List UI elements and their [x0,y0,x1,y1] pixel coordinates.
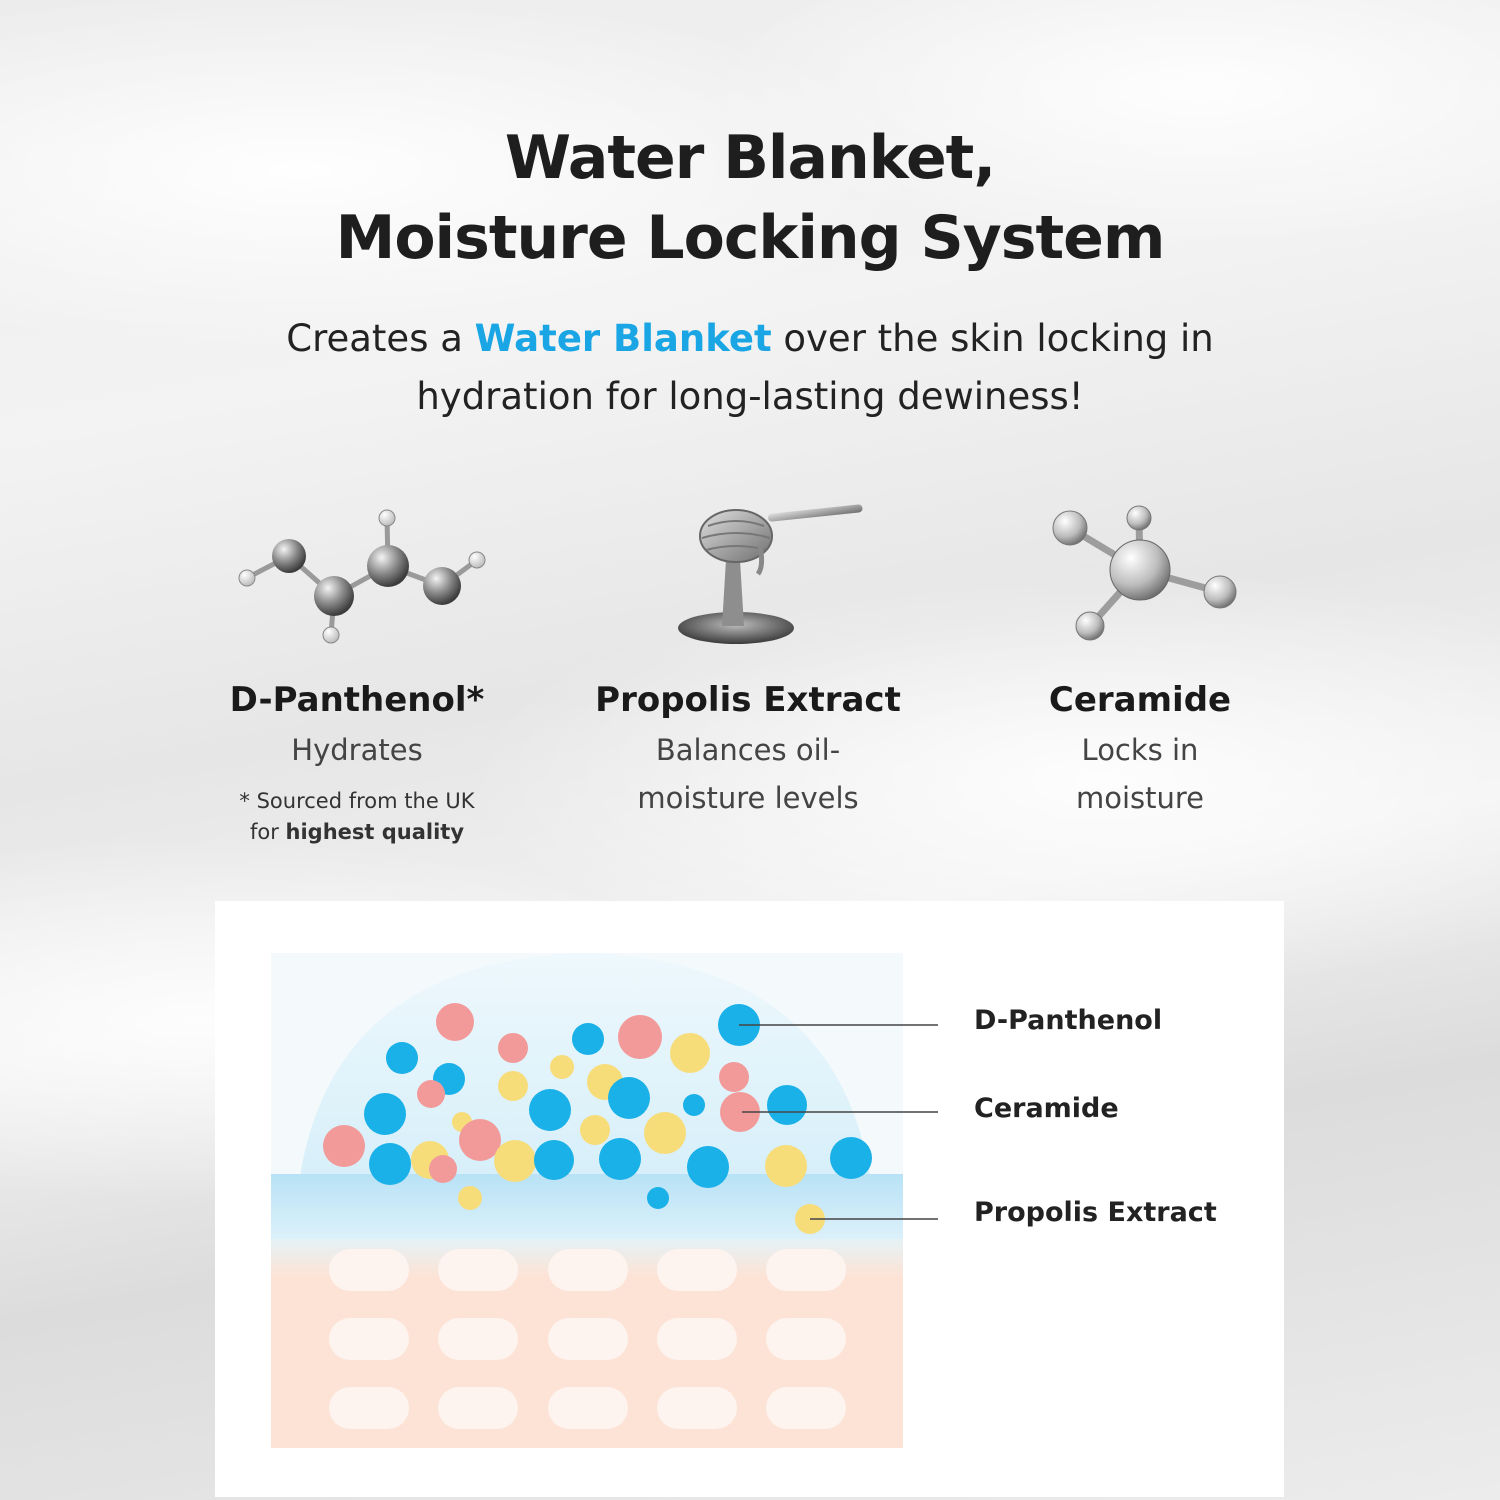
subtitle-suffix: over the skin locking in [771,317,1214,360]
particle-dot [767,1085,807,1125]
skin-cell [657,1387,737,1429]
particle-dot [534,1140,574,1180]
skin-cell [329,1249,409,1291]
skin-cell [438,1318,518,1360]
particle-dot [830,1137,872,1179]
skin-cell [548,1249,628,1291]
particle-dot [618,1015,662,1059]
particle-dot [494,1140,536,1182]
particle-dot [364,1093,406,1135]
particle-dot [417,1080,445,1108]
skin-cell [657,1249,737,1291]
desc-line-1: Locks in [1081,733,1199,767]
subtitle-highlight: Water Blanket [474,317,772,360]
particle-dot [498,1071,528,1101]
ingredient-name: Ceramide [1048,680,1232,720]
subtitle-prefix: Creates a [286,317,475,360]
ingredient-name: Propolis Extract [595,680,901,720]
particle-dot [459,1119,501,1161]
skin-cell [438,1249,518,1291]
ingredient-propolis-extract: Propolis Extract Balances oil- moisture … [558,500,938,822]
particle-dot [529,1089,571,1131]
ingredient-ceramide: Ceramide Locks in moisture [950,500,1330,822]
skin-cells [329,1249,846,1429]
molecule-chain-icon [238,509,486,644]
diagram-panel: D-Panthenol Ceramide Propolis Extract [215,901,1284,1497]
particle-dot [498,1033,528,1063]
particle-dot [458,1186,482,1210]
subtitle-line-2: hydration for long-lasting dewiness! [416,375,1084,418]
particle-dot [647,1187,669,1209]
ingredient-note: * Sourced from the UK for highest qualit… [167,786,547,848]
skin-cell [548,1387,628,1429]
particle-dot [719,1062,749,1092]
particle-dots [323,1003,872,1234]
particle-dot [323,1125,365,1167]
desc-line-2: moisture levels [637,781,859,815]
title-line-1: Water Blanket, [504,123,996,193]
ingredient-desc: Balances oil- moisture levels [558,726,938,822]
particle-dot [644,1112,686,1154]
note-line-2-bold: highest quality [285,820,465,844]
note-line-1: * Sourced from the UK [239,789,475,813]
title-line-2: Moisture Locking System [335,203,1166,273]
skin-cell [766,1249,846,1291]
particle-dot [720,1092,760,1132]
desc-line-1: Balances oil- [655,733,841,767]
ingredient-name: D-Panthenol* [229,680,485,720]
particle-dot [687,1146,729,1188]
molecule-branch-icon [1052,505,1237,641]
particle-dot [436,1003,474,1041]
skin-cell [329,1387,409,1429]
note-line-2-prefix: for [249,820,286,844]
legend-d-panthenol: D-Panthenol [974,1005,1163,1036]
particle-dot [369,1143,411,1185]
skin-cell [548,1318,628,1360]
particle-dot [683,1094,705,1116]
legend-ceramide: Ceramide [974,1093,1119,1124]
skin-cell [766,1387,846,1429]
desc-line-2: moisture [1075,781,1205,815]
particle-dot [386,1042,418,1074]
skin-diagram [271,953,938,1448]
particle-dot [429,1155,457,1183]
skin-cell [766,1318,846,1360]
page-title: Water Blanket, Moisture Locking System [0,118,1500,278]
skin-cell [329,1318,409,1360]
particle-dot [550,1055,574,1079]
ingredient-d-panthenol: D-Panthenol* Hydrates * Sourced from the… [167,500,547,848]
skin-cell [438,1387,518,1429]
honey-dipper-icon [678,504,863,644]
particle-dot [599,1138,641,1180]
skin-cell [657,1318,737,1360]
ingredient-desc: Hydrates [291,733,423,767]
particle-dot [572,1023,604,1055]
ingredient-desc: Locks in moisture [950,726,1330,822]
page-subtitle: Creates a Water Blanket over the skin lo… [0,310,1500,426]
particle-dot [765,1145,807,1187]
particle-dot [670,1033,710,1073]
particle-dot [608,1077,650,1119]
subtitle-line-1: Creates a Water Blanket over the skin lo… [0,310,1500,368]
particle-dot [580,1115,610,1145]
note-line-2: for highest quality [167,817,547,848]
legend-propolis-extract: Propolis Extract [974,1197,1217,1228]
